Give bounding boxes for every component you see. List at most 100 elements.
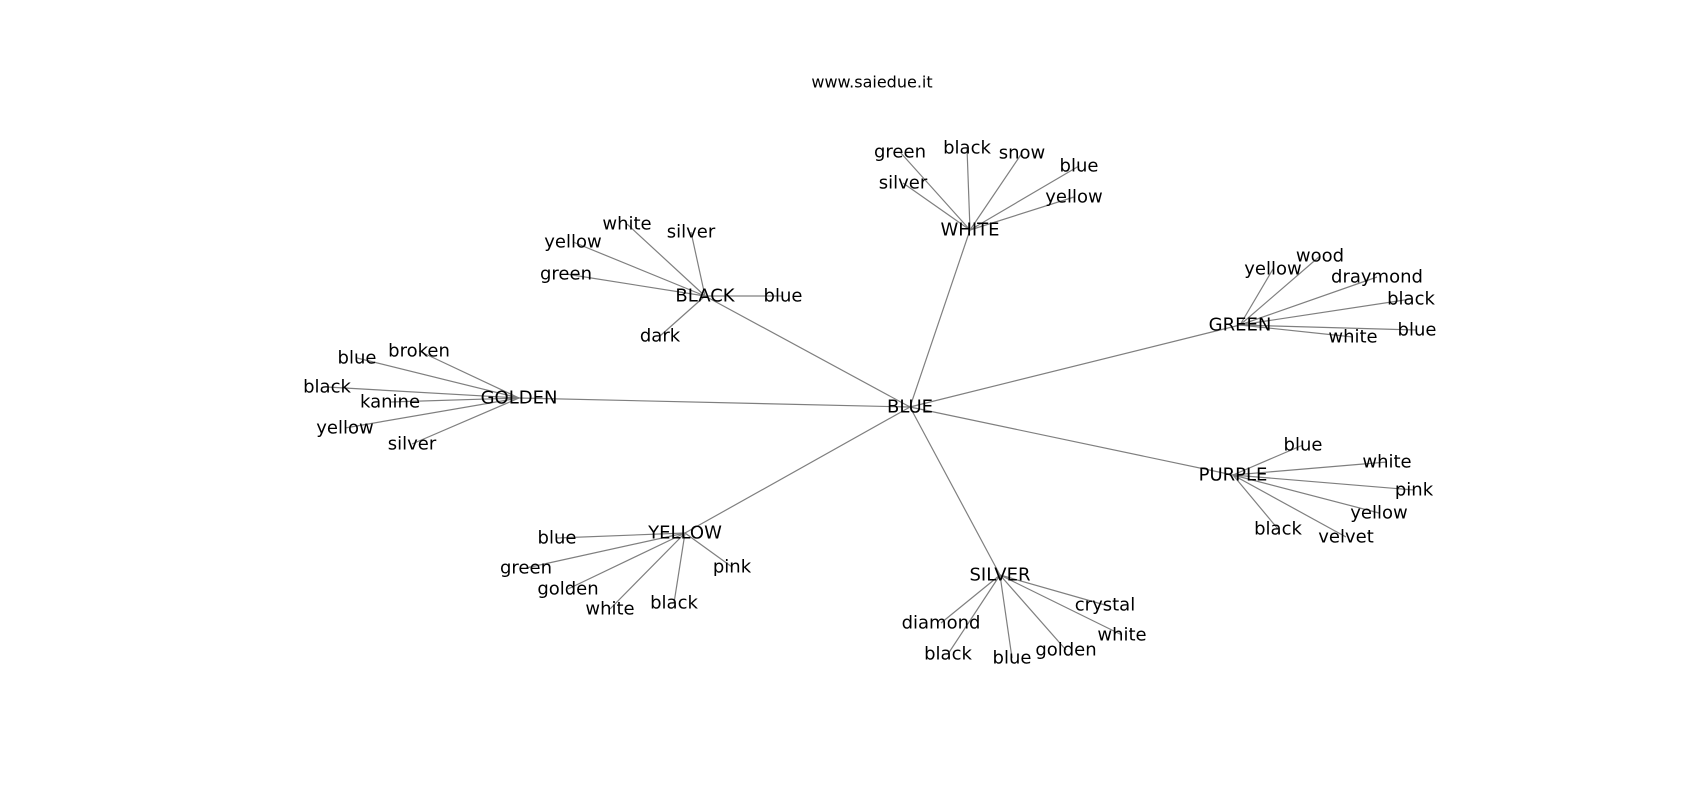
edge-purple-velvet [1232, 474, 1347, 538]
edge-golden-black [326, 386, 520, 399]
leaf-node-golden-yellow: yellow [316, 418, 373, 439]
hub-node-golden: GOLDEN [481, 388, 558, 409]
leaf-node-white-blue: blue [1060, 156, 1099, 177]
leaf-node-black-blue: blue [764, 286, 803, 307]
edge-silver-black [947, 574, 1001, 655]
leaf-node-silver-golden: golden [1035, 640, 1096, 661]
edge-white-yellow [969, 196, 1075, 231]
edge-center-green [909, 324, 1241, 408]
hub-node-yellow: YELLOW [647, 523, 722, 544]
edge-green-draymond [1239, 276, 1378, 326]
leaf-node-golden-broken: broken [388, 341, 450, 362]
edge-silver-diamond [940, 574, 1001, 624]
edge-white-blue [969, 165, 1080, 231]
leaf-node-yellow-green: green [500, 558, 552, 579]
leaf-node-white-snow: snow [999, 143, 1046, 164]
leaf-node-purple-white: white [1362, 452, 1411, 473]
edge-green-yellow [1239, 268, 1274, 326]
edge-golden-kanine [389, 397, 520, 403]
edge-yellow-pink [684, 532, 733, 568]
leaf-node-purple-pink: pink [1395, 480, 1434, 501]
edge-black-white [626, 223, 706, 297]
edge-golden-silver [411, 397, 520, 445]
leaf-node-purple-velvet: velvet [1318, 527, 1374, 548]
edge-yellow-golden [567, 532, 686, 590]
leaf-node-silver-blue: blue [993, 648, 1032, 669]
edge-green-black [1239, 298, 1412, 326]
leaf-node-golden-black: black [303, 377, 351, 398]
leaf-node-golden-kanine: kanine [360, 392, 420, 413]
leaf-node-white-green: green [874, 142, 926, 163]
hub-node-green: GREEN [1209, 315, 1272, 336]
leaf-node-purple-yellow: yellow [1350, 503, 1407, 524]
edge-purple-white [1232, 461, 1388, 476]
edge-black-yellow [572, 241, 706, 297]
edge-center-golden [518, 397, 911, 408]
hub-node-purple: PURPLE [1199, 465, 1268, 486]
edge-yellow-black [673, 532, 686, 604]
page-title: www.saiedue.it [811, 73, 932, 92]
leaf-node-green-wood: wood [1296, 246, 1344, 267]
leaf-node-yellow-blue: blue [538, 528, 577, 549]
edge-purple-yellow [1232, 474, 1380, 514]
leaf-node-white-black: black [943, 138, 991, 159]
leaf-node-yellow-black: black [650, 593, 698, 614]
leaf-node-purple-black: black [1254, 519, 1302, 540]
edge-golden-blue [356, 357, 520, 399]
leaf-node-green-black: black [1387, 289, 1435, 310]
edge-green-wood [1239, 255, 1321, 326]
leaf-node-green-white: white [1328, 327, 1377, 348]
edges-layer [326, 147, 1418, 659]
leaf-node-green-blue: blue [1398, 320, 1437, 341]
edge-yellow-white [609, 532, 686, 610]
edge-center-white [909, 229, 971, 408]
edge-golden-yellow [344, 397, 520, 429]
leaf-node-black-silver: silver [667, 222, 716, 243]
hub-node-silver: SILVER [970, 565, 1031, 586]
center-node-label: BLUE [887, 397, 933, 418]
edge-center-purple [909, 406, 1234, 476]
leaf-node-yellow-pink: pink [713, 557, 752, 578]
edge-green-white [1239, 324, 1354, 338]
edge-black-silver [690, 231, 706, 297]
hub-node-white: WHITE [940, 220, 999, 241]
hub-node-black: BLACK [675, 286, 735, 307]
leaf-node-black-yellow: yellow [544, 232, 601, 253]
labels-layer: www.saiedue.it BLUE WHITE green black snow si… [303, 73, 1436, 669]
leaf-node-golden-blue: blue [338, 348, 377, 369]
leaf-node-silver-crystal: crystal [1075, 595, 1135, 616]
leaf-node-white-yellow: yellow [1045, 187, 1102, 208]
edge-yellow-green [525, 532, 686, 569]
leaf-node-yellow-white: white [585, 599, 634, 620]
edge-yellow-blue [556, 532, 686, 539]
leaf-node-yellow-golden: golden [537, 579, 598, 600]
leaf-node-black-white: white [602, 214, 651, 235]
edge-white-green [899, 151, 971, 231]
leaf-node-green-yellow: yellow [1244, 259, 1301, 280]
edge-golden-broken [418, 350, 520, 399]
edge-white-snow [969, 152, 1023, 231]
edge-silver-white [999, 574, 1123, 636]
edge-purple-black [1232, 474, 1279, 530]
leaf-node-white-silver: silver [879, 173, 928, 194]
leaf-node-silver-black: black [924, 644, 972, 665]
leaf-node-silver-white: white [1097, 625, 1146, 646]
leaf-node-purple-blue: blue [1284, 435, 1323, 456]
edge-silver-golden [999, 574, 1067, 651]
edge-center-black [704, 295, 911, 408]
edge-white-silver [902, 182, 971, 231]
edge-center-silver [909, 406, 1001, 576]
leaf-node-golden-silver: silver [388, 434, 437, 455]
edge-silver-blue [999, 574, 1013, 659]
leaf-node-silver-diamond: diamond [902, 613, 981, 634]
edge-center-yellow [684, 406, 911, 534]
edge-silver-crystal [999, 574, 1106, 606]
edge-green-blue [1239, 324, 1418, 331]
edge-black-dark [659, 295, 706, 337]
edge-black-green [565, 273, 706, 297]
edge-white-black [966, 147, 971, 231]
leaf-node-black-dark: dark [640, 326, 681, 347]
edge-purple-blue [1232, 444, 1304, 476]
edge-purple-pink [1232, 474, 1415, 491]
